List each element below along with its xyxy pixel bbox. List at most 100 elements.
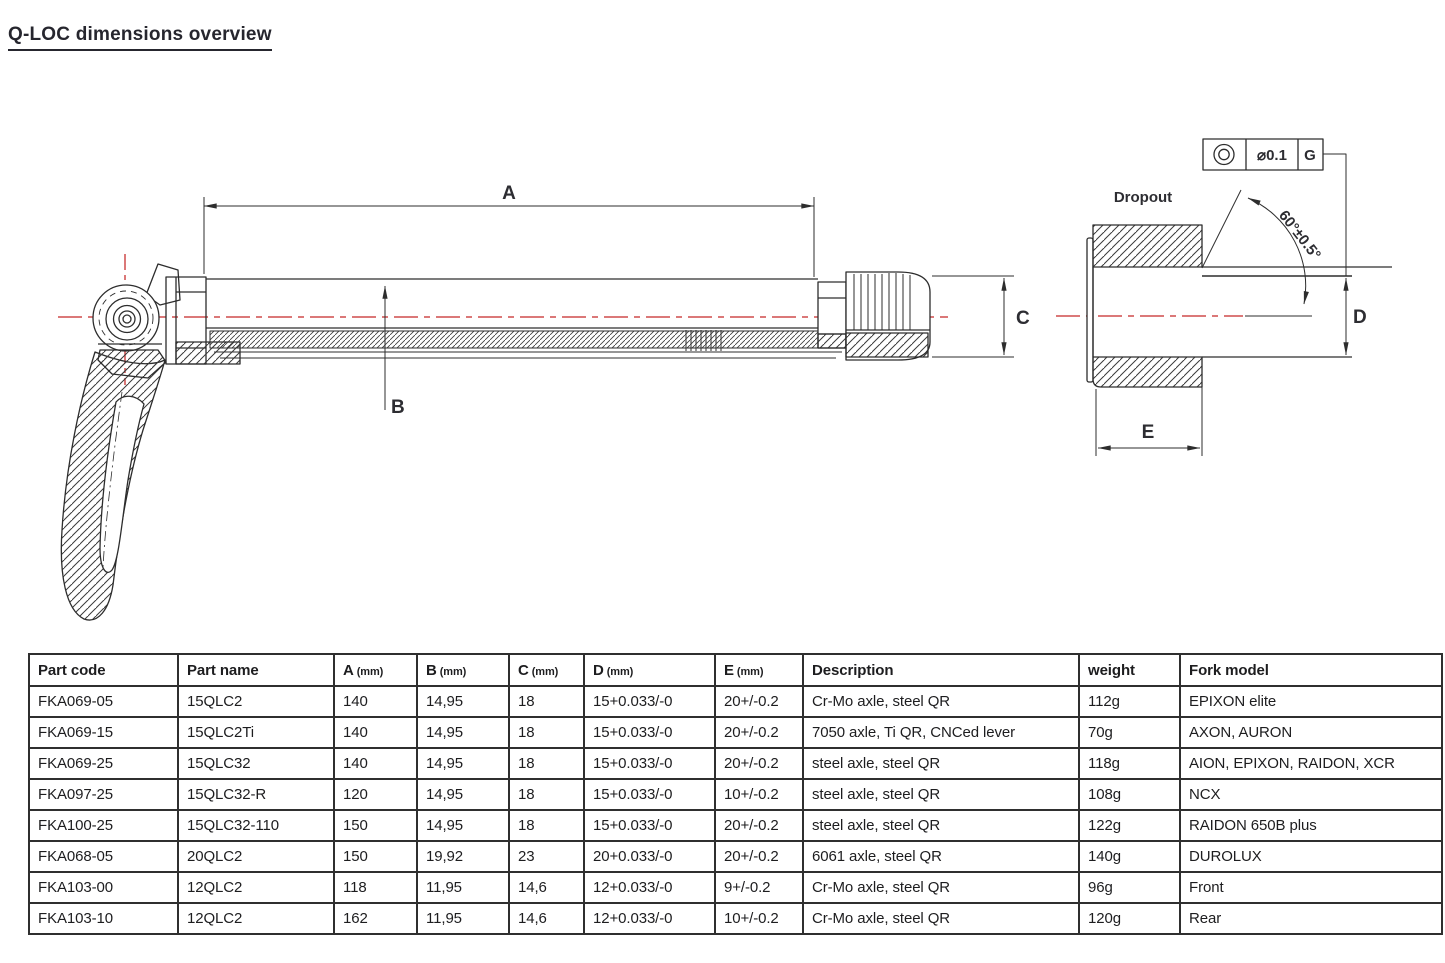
table-cell: 15+0.033/-0 (583, 809, 716, 842)
table-cell: 15QLC32 (177, 747, 335, 780)
table-cell: 20+/-0.2 (714, 685, 804, 718)
table-cell: 20+0.033/-0 (583, 840, 716, 873)
cam-jaw (145, 263, 181, 306)
table-cell: steel axle, steel QR (802, 747, 1080, 780)
table-cell: 70g (1078, 716, 1181, 749)
table-cell: 10+/-0.2 (714, 902, 804, 935)
table-cell: 120g (1078, 902, 1181, 935)
table-cell: DUROLUX (1179, 840, 1443, 873)
table-cell: 15+0.033/-0 (583, 747, 716, 780)
column-header-b: B(mm) (416, 653, 510, 687)
table-cell: 12+0.033/-0 (583, 902, 716, 935)
table-cell: Cr-Mo axle, steel QR (802, 871, 1080, 904)
table-cell: 9+/-0.2 (714, 871, 804, 904)
angle-label: 60°±0.5° (1275, 207, 1324, 263)
nut-knurl (853, 273, 911, 330)
table-cell: 20+/-0.2 (714, 747, 804, 780)
table-cell: 140 (333, 685, 418, 718)
table-cell: 140g (1078, 840, 1181, 873)
table-cell: NCX (1179, 778, 1443, 811)
table-cell: 18 (508, 778, 585, 811)
page-title: Q-LOC dimensions overview (8, 24, 272, 51)
dim-label-e: E (1142, 422, 1155, 443)
table-cell: AXON, AURON (1179, 716, 1443, 749)
table-cell: 18 (508, 685, 585, 718)
cam-head-dashed (98, 290, 154, 346)
table-cell: Front (1179, 871, 1443, 904)
table-cell: 20+/-0.2 (714, 840, 804, 873)
table-cell: FKA068-05 (28, 840, 179, 873)
table-cell: AION, EPIXON, RAIDON, XCR (1179, 747, 1443, 780)
table-cell: 7050 axle, Ti QR, CNCed lever (802, 716, 1080, 749)
table-cell: 122g (1078, 809, 1181, 842)
column-header-label: C (518, 661, 529, 679)
concentricity-icon (1213, 143, 1235, 166)
column-header-label: Fork model (1189, 661, 1269, 679)
dim-label-c: C (1016, 308, 1030, 329)
table-cell: 14,95 (416, 685, 510, 718)
column-header-label: E (724, 661, 734, 679)
table-cell: 10+/-0.2 (714, 778, 804, 811)
table-cell: 19,92 (416, 840, 510, 873)
table-cell: Rear (1179, 902, 1443, 935)
table-cell: steel axle, steel QR (802, 809, 1080, 842)
table-cell: steel axle, steel QR (802, 778, 1080, 811)
table-cell: 15+0.033/-0 (583, 778, 716, 811)
dim-label-a: A (502, 183, 516, 204)
column-header-e: E(mm) (714, 653, 804, 687)
column-header-unit: (mm) (531, 665, 559, 678)
table-cell: 23 (508, 840, 585, 873)
table-cell: 18 (508, 809, 585, 842)
table-cell: 15QLC32-110 (177, 809, 335, 842)
table-cell: 15+0.033/-0 (583, 685, 716, 718)
table-cell: Cr-Mo axle, steel QR (802, 902, 1080, 935)
table-cell: 15QLC2 (177, 685, 335, 718)
column-header-label: Description (812, 661, 894, 679)
table-cell: FKA103-10 (28, 902, 179, 935)
table-cell: 15QLC2Ti (177, 716, 335, 749)
table-cell: RAIDON 650B plus (1179, 809, 1443, 842)
column-header-weight: weight (1078, 653, 1181, 687)
table-cell: 14,6 (508, 902, 585, 935)
column-header-part-name: Part name (177, 653, 335, 687)
table-cell: 15QLC32-R (177, 778, 335, 811)
table-cell: 150 (333, 840, 418, 873)
column-header-part-code: Part code (28, 653, 179, 687)
dropout-detail (1086, 138, 1392, 456)
nut-section (845, 332, 929, 358)
column-header-label: D (593, 661, 604, 679)
table-cell: 15+0.033/-0 (583, 716, 716, 749)
column-header-unit: (mm) (736, 665, 764, 678)
column-header-a: A(mm) (333, 653, 418, 687)
table-cell: 18 (508, 716, 585, 749)
column-header-c: C(mm) (508, 653, 585, 687)
table-cell: 150 (333, 809, 418, 842)
table-cell: Cr-Mo axle, steel QR (802, 685, 1080, 718)
table-cell: 20+/-0.2 (714, 809, 804, 842)
table-cell: 118g (1078, 747, 1181, 780)
table-cell: 162 (333, 902, 418, 935)
table-cell: 14,95 (416, 747, 510, 780)
dropout-lower-wall (1092, 356, 1203, 388)
table-cell: FKA069-05 (28, 685, 179, 718)
table-cell: 14,95 (416, 809, 510, 842)
dropout-lip (1086, 237, 1094, 383)
table-cell: FKA100-25 (28, 809, 179, 842)
column-header-label: weight (1088, 661, 1135, 679)
table-cell: 96g (1078, 871, 1181, 904)
table-cell: 11,95 (416, 871, 510, 904)
table-cell: 120 (333, 778, 418, 811)
column-header-unit: (mm) (356, 665, 384, 678)
qr-lever-cutout (99, 395, 145, 573)
table-cell: 12+0.033/-0 (583, 871, 716, 904)
column-header-label: B (426, 661, 437, 679)
table-cell: FKA097-25 (28, 778, 179, 811)
table-cell: 112g (1078, 685, 1181, 718)
